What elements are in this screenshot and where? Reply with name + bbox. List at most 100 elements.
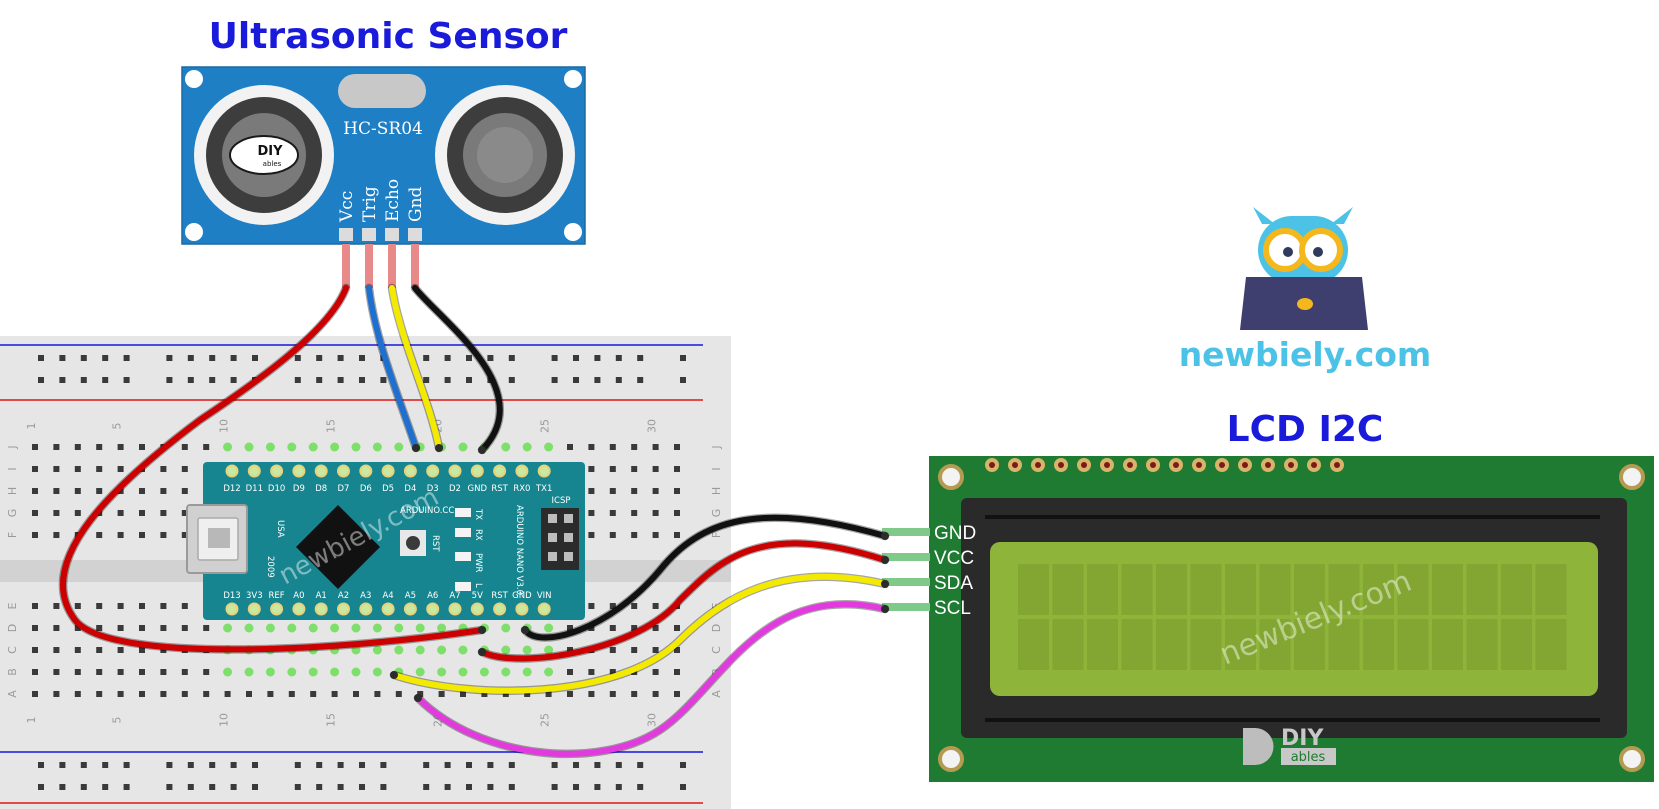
rail-hole bbox=[38, 355, 44, 361]
row-letter: J bbox=[6, 445, 19, 449]
nano-pin-label: 3V3 bbox=[246, 591, 263, 601]
connected-hole bbox=[522, 645, 532, 655]
brand-logo: newbiely.com bbox=[1179, 207, 1432, 374]
breadboard-hole bbox=[139, 647, 145, 653]
breadboard-hole bbox=[53, 691, 60, 697]
breadboard-hole bbox=[117, 669, 124, 675]
rail-hole bbox=[209, 784, 216, 790]
sensor-pin-leg bbox=[388, 244, 396, 288]
nano-chip bbox=[296, 505, 380, 589]
breadboard-hole bbox=[53, 625, 60, 631]
breadboard-hole bbox=[74, 488, 81, 494]
connected-hole bbox=[437, 667, 447, 677]
rail-hole bbox=[316, 762, 323, 768]
icsp-pin bbox=[548, 533, 557, 542]
rail-hole bbox=[444, 784, 451, 790]
nano-pin bbox=[225, 464, 239, 478]
nano-pin bbox=[225, 602, 239, 616]
wire-end bbox=[414, 694, 422, 702]
breadboard-hole bbox=[53, 510, 60, 516]
breadboard-hole bbox=[32, 647, 38, 653]
column-number: 10 bbox=[218, 713, 231, 727]
reset-button-cap bbox=[406, 536, 420, 550]
rail-hole bbox=[209, 377, 216, 383]
breadboard-hole bbox=[32, 691, 38, 697]
breadboard-hole bbox=[652, 669, 659, 675]
breadboard-hole bbox=[545, 691, 552, 697]
wire-end bbox=[412, 444, 420, 452]
lcd-char-cell bbox=[1121, 619, 1153, 670]
lcd-char-cell bbox=[1466, 619, 1498, 670]
breadboard-hole bbox=[74, 603, 81, 609]
rail-hole bbox=[444, 377, 451, 383]
connected-hole bbox=[372, 645, 382, 655]
breadboard-hole bbox=[160, 691, 167, 697]
lcd-header-pin-hole bbox=[1173, 462, 1179, 468]
rail-hole bbox=[337, 355, 344, 361]
sensor-pin-label: Echo bbox=[383, 179, 403, 222]
nano-pin-label: D7 bbox=[338, 484, 350, 494]
connected-hole bbox=[458, 442, 468, 452]
sensor-title: Ultrasonic Sensor bbox=[209, 16, 568, 57]
nano-pin bbox=[537, 464, 551, 478]
rail-hole bbox=[123, 377, 130, 383]
lcd-char-cell bbox=[1018, 619, 1049, 670]
connected-hole bbox=[308, 442, 318, 452]
row-letter: C bbox=[6, 646, 19, 654]
breadboard-hole bbox=[331, 691, 338, 697]
nano-icsp-text: ICSP bbox=[552, 496, 571, 506]
breadboard-hole bbox=[674, 669, 680, 675]
nano-pin-label: D3 bbox=[427, 484, 439, 494]
nano-pin bbox=[359, 602, 373, 616]
rail-hole bbox=[80, 355, 87, 361]
breadboard-hole bbox=[32, 444, 38, 450]
rail-hole bbox=[508, 355, 515, 361]
breadboard-hole bbox=[631, 603, 638, 609]
breadboard-hole bbox=[674, 510, 680, 516]
row-letter: H bbox=[6, 487, 19, 495]
breadboard-hole bbox=[160, 488, 167, 494]
nano-pin bbox=[537, 602, 551, 616]
rail-hole bbox=[38, 762, 44, 768]
rail-hole bbox=[59, 784, 66, 790]
connected-hole bbox=[501, 645, 511, 655]
rail-hole bbox=[637, 784, 644, 790]
rail-hole bbox=[551, 355, 558, 361]
breadboard-hole bbox=[588, 444, 595, 450]
column-number: 30 bbox=[646, 419, 659, 433]
breadboard-hole bbox=[53, 466, 60, 472]
breadboard-hole bbox=[588, 466, 595, 472]
connected-hole bbox=[223, 667, 233, 677]
nano-pin bbox=[403, 464, 417, 478]
sensor-mount-hole-tr bbox=[564, 70, 582, 88]
breadboard-hole bbox=[674, 691, 680, 697]
brand-site-text: newbiely.com bbox=[1179, 335, 1432, 374]
breadboard-hole bbox=[96, 603, 103, 609]
breadboard-hole bbox=[567, 691, 573, 697]
nano-pin-label: D12 bbox=[223, 484, 240, 494]
breadboard-hole bbox=[117, 647, 124, 653]
lcd-pin-leg bbox=[882, 528, 930, 536]
nano-pin-label: D4 bbox=[404, 484, 416, 494]
lcd-char-cell bbox=[1087, 619, 1118, 670]
lcd-mount-hole-tr bbox=[1619, 464, 1645, 490]
lcd-char-cell bbox=[1052, 619, 1084, 670]
lcd-title: LCD I2C bbox=[1227, 409, 1384, 450]
breadboard-hole bbox=[181, 532, 188, 538]
breadboard-hole bbox=[267, 691, 274, 697]
rail-hole bbox=[59, 377, 66, 383]
breadboard-hole bbox=[631, 532, 638, 538]
nano-pin-label: RX0 bbox=[513, 484, 530, 494]
wire-end bbox=[881, 556, 889, 564]
row-letter: I bbox=[710, 467, 723, 470]
breadboard-hole bbox=[588, 488, 595, 494]
breadboard-hole bbox=[53, 669, 60, 675]
rail-hole bbox=[466, 784, 472, 790]
rail-hole bbox=[508, 377, 515, 383]
breadboard-hole bbox=[160, 466, 167, 472]
breadboard-hole bbox=[674, 532, 680, 538]
breadboard-hole bbox=[53, 532, 60, 538]
